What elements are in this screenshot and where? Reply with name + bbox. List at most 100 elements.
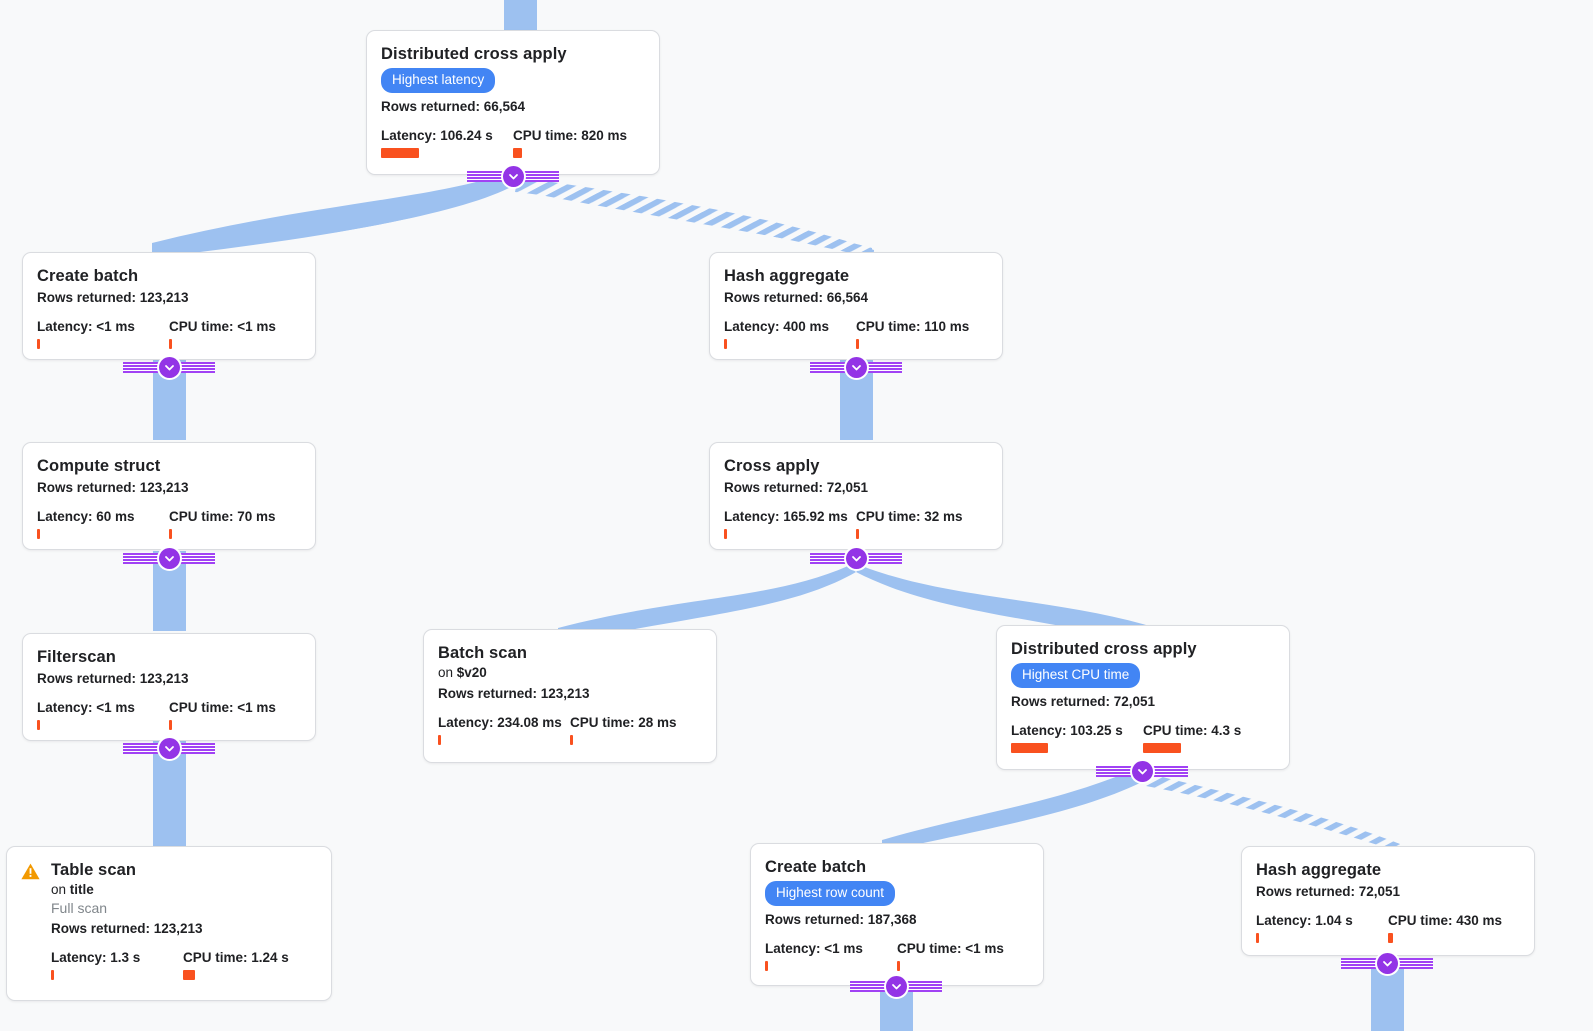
node-rows-returned: Rows returned: 123,213	[51, 921, 203, 936]
metric-cpu-bar	[897, 961, 900, 971]
metric-cpu: CPU time: 430 ms	[1388, 913, 1502, 943]
metric-cpu: CPU time: <1 ms	[897, 941, 1004, 971]
node-metrics: Latency: 103.25 s CPU time: 4.3 s	[1011, 723, 1275, 753]
collapse-toggle-hash-aggregate-upper[interactable]	[810, 356, 902, 378]
node-rows-returned: Rows returned: 72,051	[1256, 884, 1401, 899]
metric-latency-bar	[1256, 933, 1259, 943]
plan-node-hash-aggregate-lower[interactable]: Hash aggregate Rows returned: 72,051 Lat…	[1241, 846, 1535, 956]
collapse-toggle-create-batch-left[interactable]	[123, 356, 215, 378]
metric-cpu-bar	[1143, 743, 1181, 753]
metric-cpu-label: CPU time: <1 ms	[897, 941, 1004, 956]
metric-latency-bar	[51, 970, 54, 980]
metric-latency-label: Latency: 1.04 s	[1256, 913, 1353, 928]
chevron-down-icon[interactable]	[158, 356, 180, 378]
metric-cpu: CPU time: <1 ms	[169, 700, 276, 730]
node-title: Filterscan	[37, 648, 116, 666]
node-title: Batch scan	[438, 644, 528, 662]
metric-latency: Latency: 1.3 s	[51, 950, 183, 980]
node-rows-returned: Rows returned: 123,213	[37, 290, 189, 305]
metric-cpu-label: CPU time: 1.24 s	[183, 950, 289, 965]
node-title: Distributed cross apply	[381, 45, 567, 63]
chevron-down-icon[interactable]	[845, 547, 867, 569]
collapse-toggle-distributed-lower[interactable]	[1096, 760, 1188, 782]
node-title: Hash aggregate	[1256, 861, 1382, 879]
metric-cpu-label: CPU time: 32 ms	[856, 509, 963, 524]
metric-cpu-bar	[169, 529, 172, 539]
node-rows-returned: Rows returned: 72,051	[1011, 694, 1156, 709]
node-subtitle-value: title	[69, 882, 94, 897]
node-metrics: Latency: <1 ms CPU time: <1 ms	[37, 319, 301, 349]
metric-latency-bar	[724, 339, 727, 349]
node-rows-returned: Rows returned: 123,213	[37, 671, 189, 686]
plan-node-batch-scan[interactable]: Batch scan on $v20 Rows returned: 123,21…	[423, 629, 717, 763]
metric-latency-bar	[381, 148, 419, 158]
node-rows-returned: Rows returned: 66,564	[381, 99, 526, 114]
node-metrics: Latency: 60 ms CPU time: 70 ms	[37, 509, 301, 539]
metric-latency: Latency: 103.25 s	[1011, 723, 1143, 753]
plan-node-table-scan[interactable]: Table scan on title Full scan Rows retur…	[6, 846, 332, 1001]
node-subtitle: on $v20	[438, 664, 702, 682]
chevron-down-icon[interactable]	[1376, 952, 1398, 974]
chevron-down-icon[interactable]	[158, 737, 180, 759]
metric-latency-label: Latency: <1 ms	[765, 941, 863, 956]
node-metrics: Latency: 400 ms CPU time: 110 ms	[724, 319, 988, 349]
metric-latency-bar	[37, 529, 40, 539]
metric-latency-label: Latency: 60 ms	[37, 509, 135, 524]
plan-node-compute-struct[interactable]: Compute struct Rows returned: 123,213 La…	[22, 442, 316, 550]
node-title: Create batch	[37, 267, 139, 285]
metric-latency-bar	[1011, 743, 1048, 753]
plan-node-distributed-cross-apply-root[interactable]: Distributed cross apply Highest latency …	[366, 30, 660, 175]
node-metrics: Latency: <1 ms CPU time: <1 ms	[37, 700, 301, 730]
plan-node-filterscan[interactable]: Filterscan Rows returned: 123,213 Latenc…	[22, 633, 316, 741]
metric-cpu: CPU time: <1 ms	[169, 319, 276, 349]
collapse-toggle-compute-struct[interactable]	[123, 547, 215, 569]
metric-latency: Latency: 60 ms	[37, 509, 169, 539]
collapse-toggle-create-batch-lower[interactable]	[850, 975, 942, 997]
node-rows-returned: Rows returned: 123,213	[438, 686, 590, 701]
plan-node-distributed-cross-apply-lower[interactable]: Distributed cross apply Highest CPU time…	[996, 625, 1290, 770]
node-subtitle-value: $v20	[456, 665, 487, 680]
node-badge: Highest CPU time	[1011, 663, 1141, 688]
chevron-down-icon[interactable]	[1131, 760, 1153, 782]
metric-latency-label: Latency: 103.25 s	[1011, 723, 1123, 738]
node-metrics: Latency: 234.08 ms CPU time: 28 ms	[438, 715, 702, 745]
metric-latency-bar	[37, 339, 40, 349]
metric-cpu: CPU time: 70 ms	[169, 509, 276, 539]
collapse-toggle-root[interactable]	[467, 165, 559, 187]
metric-latency-label: Latency: <1 ms	[37, 319, 135, 334]
node-subtitle-prefix: on	[51, 882, 70, 897]
metric-cpu: CPU time: 4.3 s	[1143, 723, 1241, 753]
node-title: Compute struct	[37, 457, 161, 475]
plan-node-create-batch-left[interactable]: Create batch Rows returned: 123,213 Late…	[22, 252, 316, 360]
collapse-toggle-filterscan[interactable]	[123, 737, 215, 759]
edge-root-to-hash-aggregate-wide	[515, 177, 874, 258]
metric-latency-bar	[37, 720, 40, 730]
metric-latency-bar	[724, 529, 727, 539]
metric-cpu-bar	[513, 148, 522, 158]
metric-cpu-bar	[570, 735, 573, 745]
collapse-toggle-cross-apply[interactable]	[810, 547, 902, 569]
metric-latency-label: Latency: <1 ms	[37, 700, 135, 715]
node-title: Hash aggregate	[724, 267, 850, 285]
plan-node-create-batch-lower[interactable]: Create batch Highest row count Rows retu…	[750, 843, 1044, 986]
plan-node-hash-aggregate-upper[interactable]: Hash aggregate Rows returned: 66,564 Lat…	[709, 252, 1003, 360]
node-rows-returned: Rows returned: 66,564	[724, 290, 869, 305]
plan-node-cross-apply[interactable]: Cross apply Rows returned: 72,051 Latenc…	[709, 442, 1003, 550]
metric-latency: Latency: <1 ms	[37, 319, 169, 349]
node-rows-returned: Rows returned: 123,213	[37, 480, 189, 495]
chevron-down-icon[interactable]	[885, 975, 907, 997]
metric-latency-label: Latency: 1.3 s	[51, 950, 141, 965]
chevron-down-icon[interactable]	[502, 165, 524, 187]
metric-latency: Latency: 234.08 ms	[438, 715, 570, 745]
node-metrics: Latency: <1 ms CPU time: <1 ms	[765, 941, 1029, 971]
chevron-down-icon[interactable]	[158, 547, 180, 569]
chevron-down-icon[interactable]	[845, 356, 867, 378]
node-rows-returned: Rows returned: 72,051	[724, 480, 869, 495]
node-metrics: Latency: 1.3 s CPU time: 1.24 s	[51, 950, 317, 980]
edge-root-to-create-batch-fill	[152, 176, 513, 253]
metric-cpu-bar	[169, 720, 172, 730]
metric-latency-label: Latency: 234.08 ms	[438, 715, 562, 730]
metric-latency: Latency: 165.92 ms	[724, 509, 856, 539]
collapse-toggle-hash-aggregate-lower[interactable]	[1341, 952, 1433, 974]
